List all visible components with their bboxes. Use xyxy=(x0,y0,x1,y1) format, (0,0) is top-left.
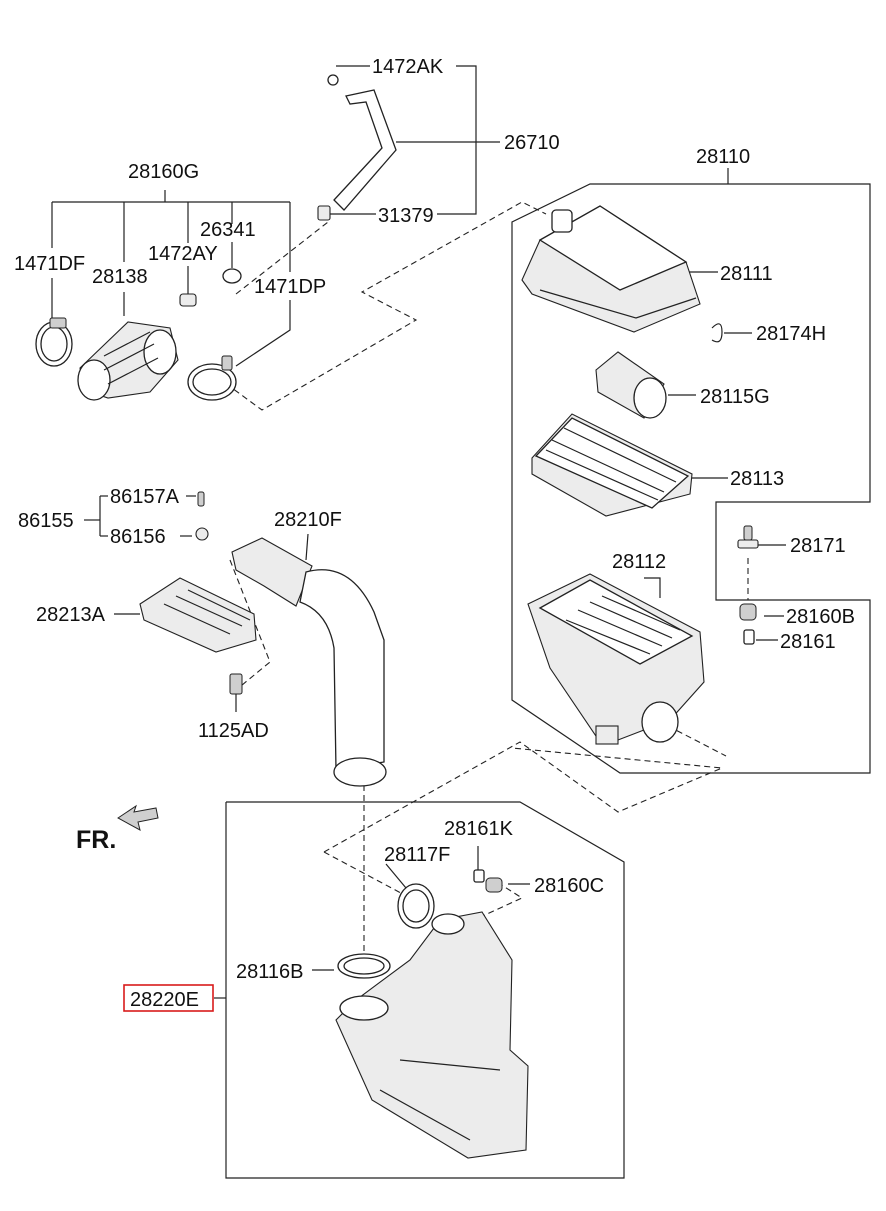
label-28160G: 28160G xyxy=(128,161,199,183)
label-28117F: 28117F xyxy=(384,844,450,866)
label-28171: 28171 xyxy=(790,535,846,557)
label-86156: 86156 xyxy=(110,526,166,548)
fittings-1472AY-26341 xyxy=(179,268,242,307)
label-28110: 28110 xyxy=(696,146,750,168)
label-28138: 28138 xyxy=(92,266,148,288)
sensor-28115G xyxy=(595,351,667,419)
label-31379: 31379 xyxy=(378,205,434,227)
label-1472AY: 1472AY xyxy=(148,243,218,265)
nut-86156 xyxy=(195,527,209,541)
label-28113: 28113 xyxy=(730,468,784,490)
label-1471DP: 1471DP xyxy=(254,276,326,298)
grommet-28160C xyxy=(485,877,503,893)
hose-26710 xyxy=(317,74,397,221)
label-26341: 26341 xyxy=(200,219,256,241)
resonator-28220E xyxy=(335,911,529,1159)
label-28210F: 28210F xyxy=(274,509,342,531)
fr-direction-label: FR. xyxy=(76,826,116,854)
label-26710: 26710 xyxy=(504,132,560,154)
bolt-28171 xyxy=(737,525,759,549)
label-28161K: 28161K xyxy=(444,818,514,840)
highlight-box-28220E xyxy=(123,984,214,1012)
filter-element-28113 xyxy=(531,413,693,517)
label-28112: 28112 xyxy=(612,551,666,573)
label-28220E: 28220E xyxy=(130,989,199,1011)
label-28161: 28161 xyxy=(780,631,836,653)
label-28111: 28111 xyxy=(720,263,773,285)
bolt-86157A xyxy=(197,491,205,507)
pin-28161K xyxy=(473,869,485,883)
label-28115G: 28115G xyxy=(700,386,770,408)
bracket-28213A xyxy=(139,577,257,653)
air-cleaner-body-28112 xyxy=(527,573,705,745)
clip-28174H xyxy=(711,323,723,343)
label-28160B: 28160B xyxy=(786,606,855,628)
label-28174H: 28174H xyxy=(756,323,826,345)
seal-28116B xyxy=(337,953,391,979)
leader-lines xyxy=(51,65,871,1179)
label-28213A: 28213A xyxy=(36,604,106,626)
label-86155: 86155 xyxy=(18,510,74,532)
fr-arrow xyxy=(117,804,159,831)
seal-28117F xyxy=(397,883,435,929)
label-1472AK: 1472AK xyxy=(372,56,444,78)
label-28116B: 28116B xyxy=(236,961,303,983)
bolt-1125AD xyxy=(229,673,243,695)
label-28160C: 28160C xyxy=(534,875,604,897)
pin-28161 xyxy=(743,629,755,645)
grommet-28160B xyxy=(739,603,757,621)
label-1125AD: 1125AD xyxy=(198,720,269,742)
label-86157A: 86157A xyxy=(110,486,180,508)
air-cleaner-cover-28111 xyxy=(521,205,701,333)
clamp-1471DP xyxy=(187,355,237,401)
part-labels: 1472AK 26710 28160G 26341 31379 1472AY 1… xyxy=(14,56,855,1012)
duct-28210F xyxy=(231,537,387,787)
label-1471DF: 1471DF xyxy=(14,253,85,275)
clamp-1471DF xyxy=(35,317,73,367)
hose-28138 xyxy=(77,321,179,401)
